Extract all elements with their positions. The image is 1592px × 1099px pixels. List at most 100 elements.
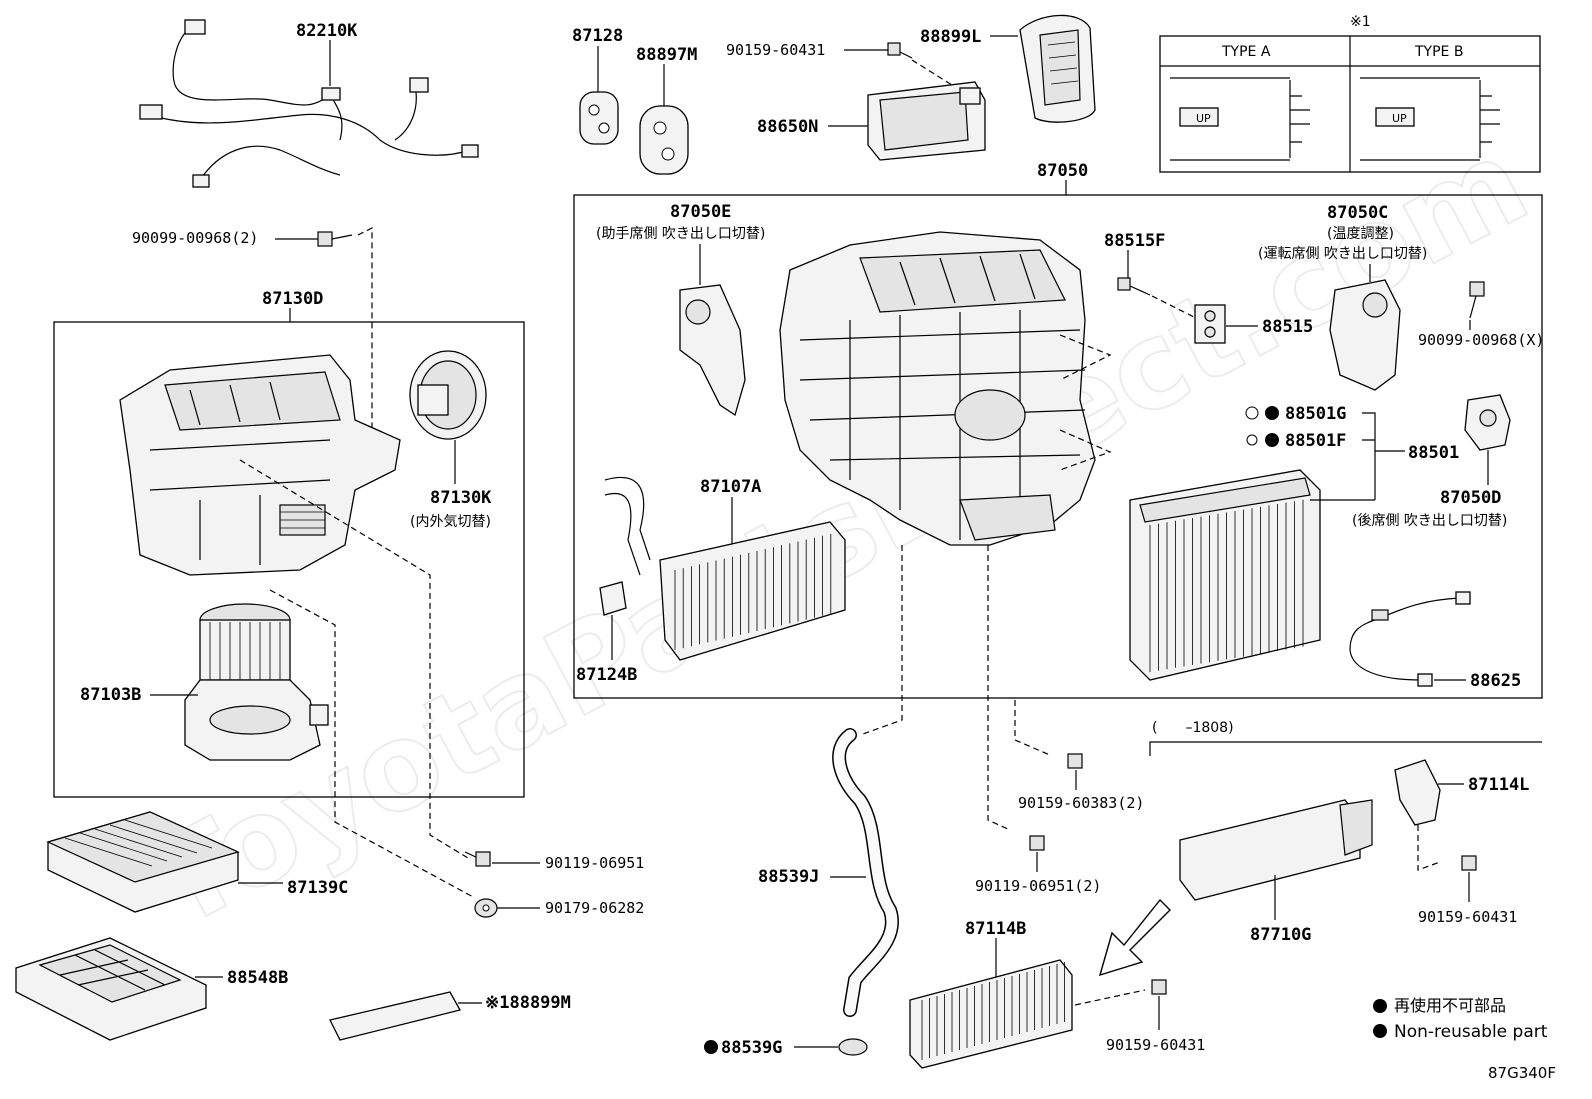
bolt-88515f[interactable]	[1117, 277, 1151, 296]
non-reusable-marker-88539g	[704, 1040, 718, 1054]
label-87050e: 87050E	[670, 202, 731, 222]
label-87114l: 87114L	[1468, 775, 1529, 795]
filter-case-88548b[interactable]	[15, 937, 207, 1041]
servo-87050c[interactable]	[1329, 279, 1401, 391]
ecu-88650n[interactable]	[867, 81, 986, 161]
label-90159-60431-bottom: 90159-60431	[1106, 1036, 1205, 1054]
label-88625: 88625	[1470, 671, 1521, 691]
type-a-up-label: UP	[1196, 112, 1211, 125]
bracket-87114l[interactable]	[1394, 759, 1441, 826]
label-87139c: 87139C	[287, 878, 348, 898]
label-82210k: 82210K	[296, 21, 358, 41]
dash-hvac-2	[1059, 429, 1112, 471]
label-87130k: 87130K	[430, 488, 492, 508]
seal-88899m[interactable]	[329, 991, 461, 1041]
hvac-unit-87050[interactable]	[779, 231, 1096, 546]
label-87130d: 87130D	[262, 289, 323, 309]
bolt-90099-00968[interactable]	[317, 231, 353, 247]
dash-housing-washer	[269, 589, 476, 899]
dash-87114l	[1417, 825, 1441, 871]
box-87130d	[53, 321, 525, 798]
label-90159-60431-right: 90159-60431	[1418, 908, 1517, 926]
sensor-88625[interactable]	[1349, 591, 1471, 687]
label-87050d-desc: (後席側 吹き出し口切替)	[1352, 513, 1507, 529]
label-90119-06951-2: 90119-06951(2)	[975, 877, 1101, 895]
label-87107a: 87107A	[700, 477, 761, 497]
bolt-90119-06951-2[interactable]	[1029, 835, 1045, 851]
label-90159-60431-top: 90159-60431	[726, 41, 825, 59]
evaporator-88501[interactable]	[1129, 469, 1321, 681]
label-88897m: 88897M	[636, 45, 697, 65]
clamp-87124b[interactable]	[599, 581, 627, 616]
dash-88515f	[1151, 295, 1201, 321]
label-90179-06282: 90179-06282	[545, 899, 644, 917]
bolt-90159-60431-bottom[interactable]	[1151, 979, 1167, 995]
label-88539g: 88539G	[721, 1038, 782, 1058]
label-88548b: 88548B	[227, 968, 288, 988]
servo-87050d[interactable]	[1464, 394, 1511, 451]
label-87128: 87128	[572, 26, 623, 46]
label-88650n: 88650N	[757, 117, 818, 137]
label-87114b: 87114B	[965, 919, 1026, 939]
type-b-up-label: UP	[1392, 112, 1407, 125]
label-88501: 88501	[1408, 443, 1459, 463]
type-b-illustration	[1360, 77, 1500, 161]
washer-90179-06282[interactable]	[474, 898, 498, 918]
blower-housing[interactable]	[119, 354, 401, 576]
label-87124b: 87124B	[576, 665, 637, 685]
figure-code: 87G340F	[1488, 1064, 1556, 1082]
dash-bolt-90119-2	[987, 545, 1011, 831]
label-87130k-desc: (内外気切替)	[410, 514, 491, 530]
heater-core-87107a[interactable]	[604, 476, 846, 661]
bolt-90159-60431-top[interactable]	[887, 42, 913, 59]
label-87050c: 87050C	[1327, 203, 1388, 223]
dash-90159-bottom	[1074, 989, 1146, 1006]
type-table	[1159, 35, 1541, 173]
label-88515: 88515	[1262, 317, 1313, 337]
expansion-valve-88515[interactable]	[1194, 304, 1226, 344]
type-b-header: TYPE B	[1414, 44, 1463, 60]
wire-harness-82210k[interactable]	[139, 19, 479, 188]
grommet-88897m[interactable]	[639, 105, 689, 175]
label-88539j: 88539J	[758, 867, 819, 887]
label-87050c-desc2: (運転席側 吹き出し口切替)	[1258, 246, 1427, 262]
dash-bolt-90159-60383	[1014, 700, 1051, 756]
date-range-bracket	[1149, 741, 1542, 756]
label-87050: 87050	[1037, 161, 1088, 181]
ptc-heater-87710g[interactable]	[1179, 799, 1373, 901]
label-87710g: 87710G	[1250, 925, 1311, 945]
panel-87114b[interactable]	[909, 959, 1073, 1069]
assembly-direction-arrow	[1098, 898, 1171, 977]
dash-drain-hose	[859, 545, 903, 736]
label-90099-00968-x: 90099-00968(X)	[1418, 331, 1544, 349]
servo-87050e[interactable]	[679, 284, 746, 417]
servo-87130k[interactable]	[409, 350, 487, 440]
bolt-90119-06951[interactable]	[464, 851, 491, 867]
bolt-90159-60383[interactable]	[1067, 753, 1083, 769]
drain-hose-88539j[interactable]	[832, 728, 899, 1017]
grommet-87128[interactable]	[579, 91, 619, 145]
legend-marker-jp	[1373, 999, 1387, 1013]
legend-en: Non-reusable part	[1394, 1022, 1548, 1042]
filter-87139c[interactable]	[46, 811, 240, 913]
o-ring-88501g[interactable]	[1245, 406, 1279, 420]
type-a-header: TYPE A	[1221, 44, 1271, 60]
blower-motor-87103b[interactable]	[184, 603, 329, 761]
label-87050e-desc: (助手席側 吹き出し口切替)	[596, 226, 765, 242]
bolt-90159-60431-right[interactable]	[1461, 855, 1477, 871]
cover-88899l[interactable]	[1019, 14, 1096, 123]
dash-90099	[357, 227, 373, 445]
label-90159-60383-2: 90159-60383(2)	[1018, 794, 1144, 812]
bolt-90099-00968-x[interactable]	[1469, 281, 1485, 319]
leader-88501-group	[1362, 412, 1405, 500]
dash-housing-bolt	[239, 459, 469, 859]
label-87050c-desc1: (温度調整)	[1327, 226, 1394, 242]
label-88899m: ※188899M	[485, 993, 571, 1013]
date-range: ( –1808)	[1152, 720, 1234, 736]
type-a-illustration	[1170, 77, 1310, 161]
box-87050	[573, 194, 1543, 699]
dash-hvac-1	[1059, 334, 1112, 381]
o-ring-88501f[interactable]	[1246, 433, 1279, 447]
grommet-88539g[interactable]	[838, 1038, 868, 1056]
